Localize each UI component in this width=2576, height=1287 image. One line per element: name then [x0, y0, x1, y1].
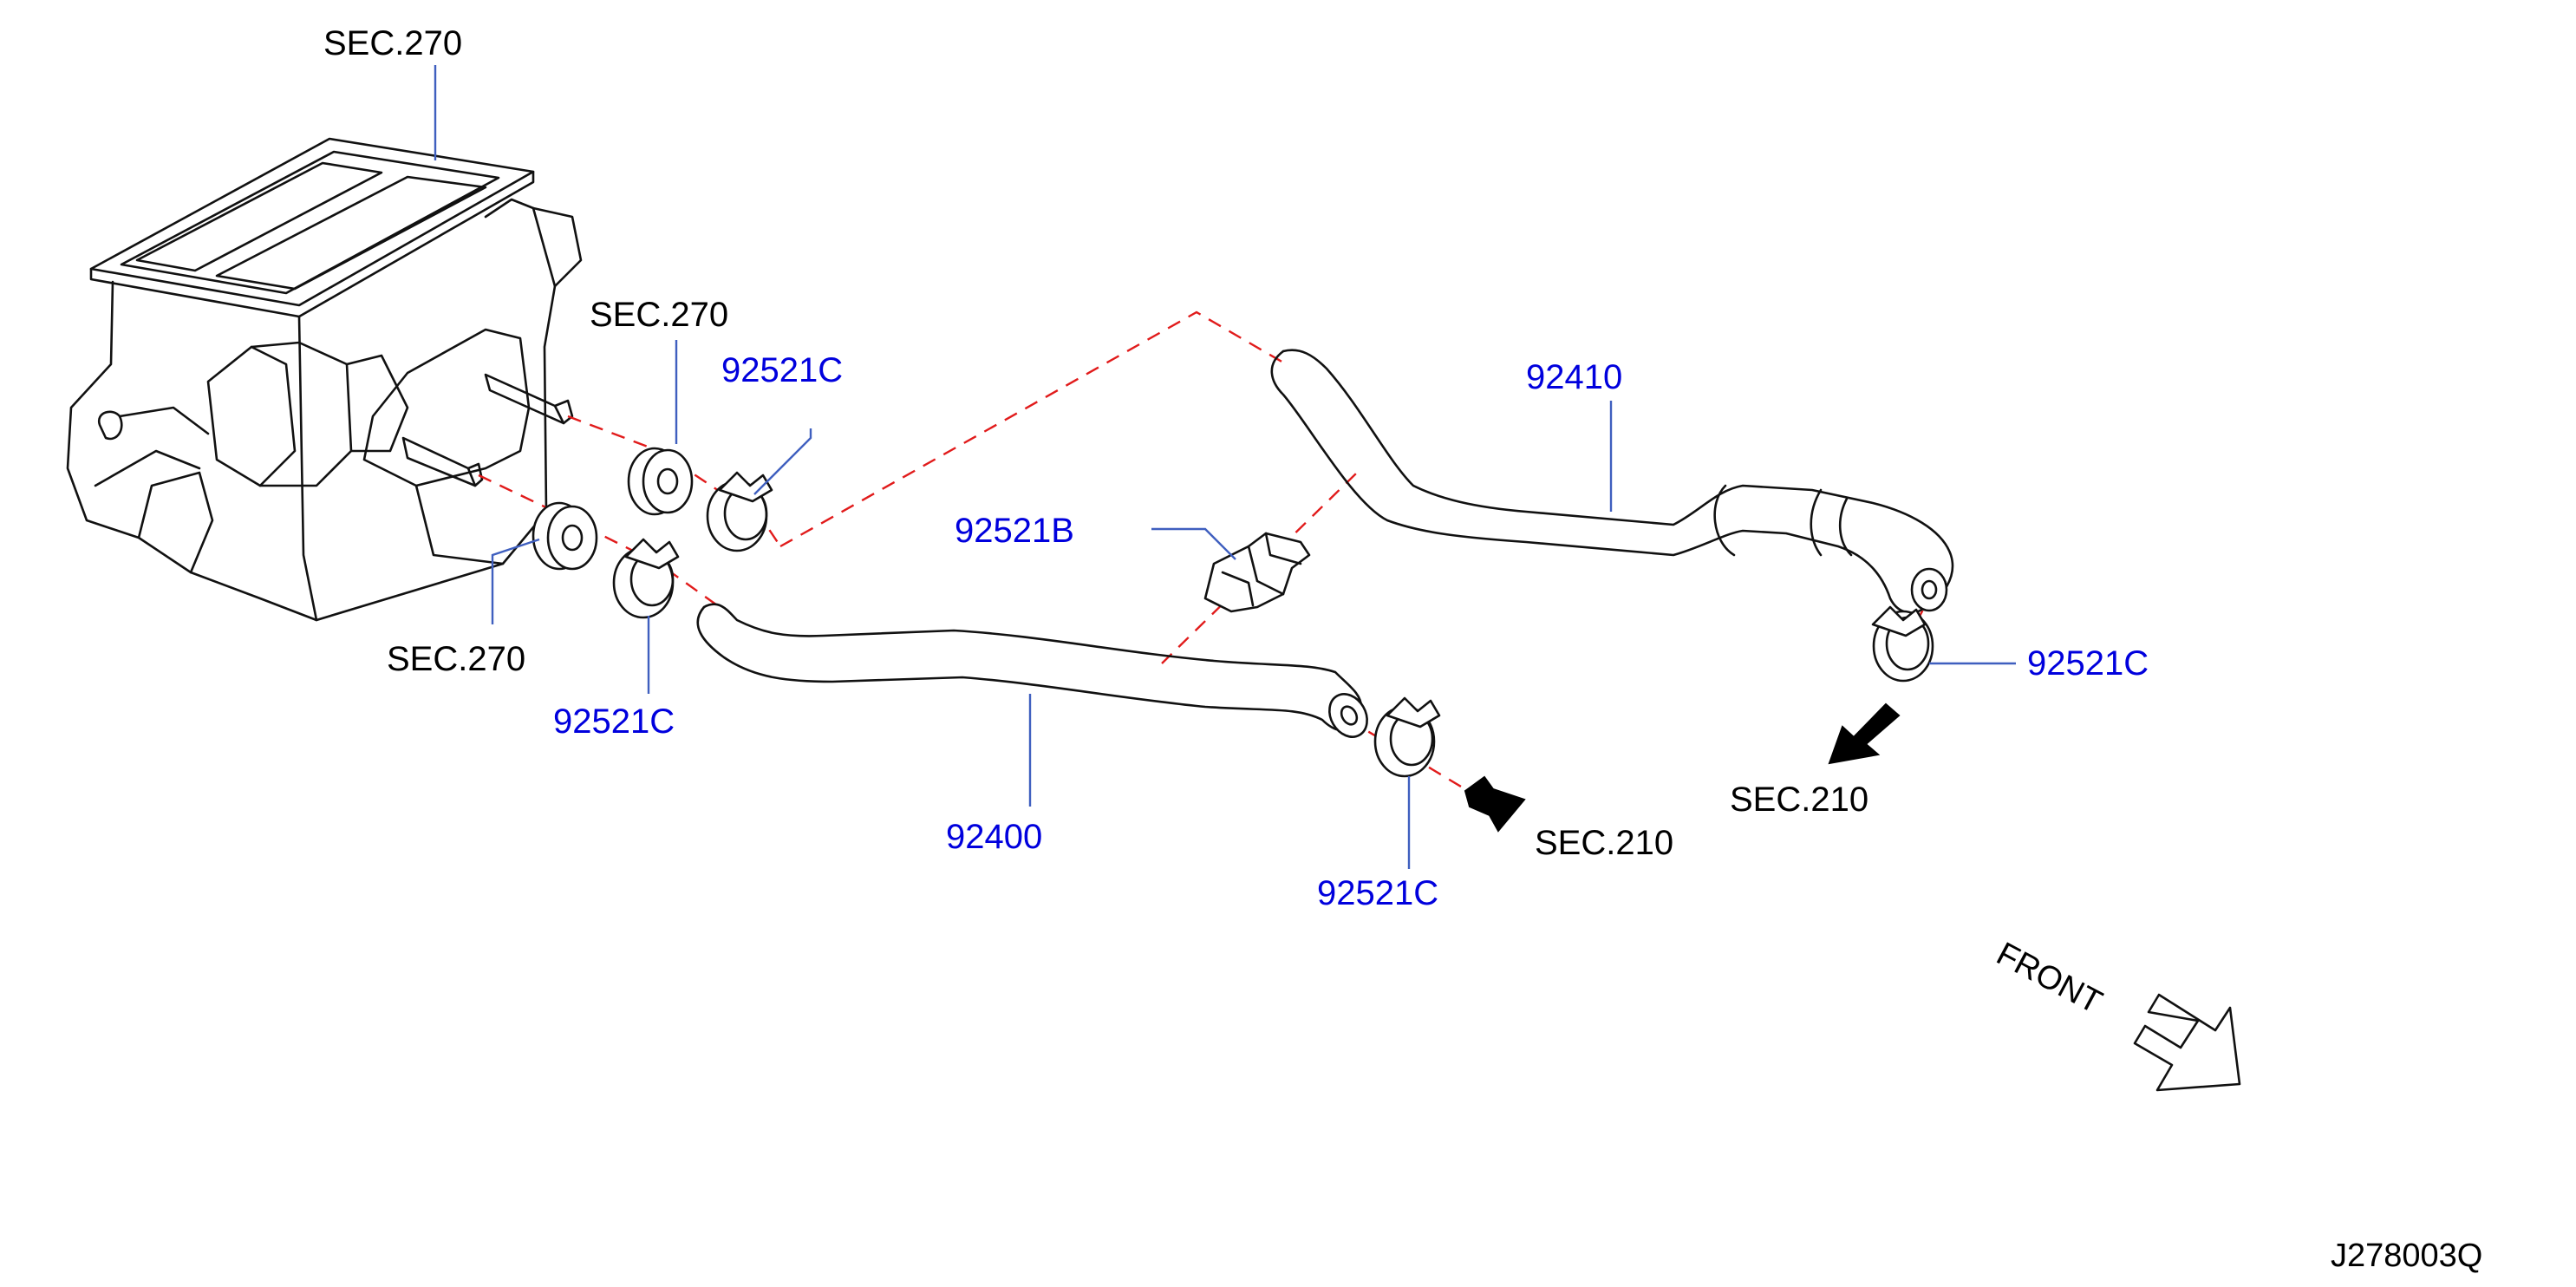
hose-92400 [696, 603, 1368, 738]
label-92521c-lower: 92521C [553, 702, 675, 741]
centerlines [478, 310, 1935, 791]
leader-lines [434, 65, 2016, 869]
hose-92410 [1270, 349, 1954, 614]
label-92410: 92410 [1526, 358, 1622, 396]
grommet-lower [532, 501, 598, 571]
clamp-lower [612, 538, 680, 619]
label-92400: 92400 [946, 818, 1042, 856]
front-indicator: FRONT [1991, 936, 2241, 1092]
front-arrow-icon [2133, 993, 2241, 1092]
label-92521c-center: 92521C [1317, 874, 1438, 912]
label-sec210-center: SEC.210 [1535, 824, 1673, 862]
clamp-92400-end [1373, 696, 1441, 778]
heater-unit [66, 137, 583, 622]
front-label: FRONT [1991, 936, 2108, 1022]
label-92521b: 92521B [955, 512, 1074, 550]
label-sec270-mid: SEC.270 [590, 296, 728, 334]
clamp-92410-end [1871, 605, 1934, 683]
arrow-sec210-center [1464, 775, 1526, 833]
clamp-upper [706, 471, 773, 552]
label-sec270-top: SEC.270 [323, 24, 462, 62]
label-sec270-low: SEC.270 [387, 640, 525, 678]
labels: SEC.270 SEC.270 SEC.270 92521C 92521C 92… [323, 24, 2482, 1274]
clip-92521b [1203, 532, 1311, 613]
label-sec210-right: SEC.210 [1730, 781, 1868, 819]
diagram-code: J278003Q [2331, 1238, 2482, 1274]
label-92521c-upper: 92521C [721, 351, 843, 389]
grommet-upper [627, 447, 694, 516]
label-92521c-right: 92521C [2027, 644, 2149, 683]
arrow-sec210-right [1828, 702, 1901, 765]
